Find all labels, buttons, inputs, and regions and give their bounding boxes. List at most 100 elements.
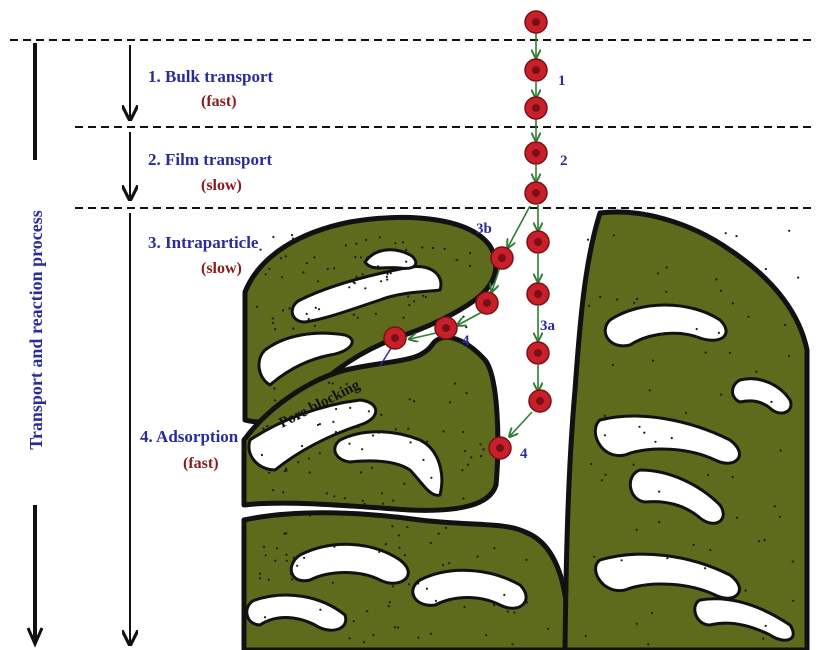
speckle <box>709 549 711 551</box>
speckle <box>612 364 614 366</box>
speckle <box>348 286 350 288</box>
speckle <box>652 360 654 362</box>
speckle <box>463 606 465 608</box>
speckle <box>398 547 400 549</box>
speckle <box>357 426 359 428</box>
speckle <box>405 261 407 263</box>
stage-intraparticle-title: 3. Intraparticle <box>148 233 259 252</box>
speckle <box>462 316 464 318</box>
speckle <box>736 517 738 519</box>
speckle <box>755 371 757 373</box>
speckle <box>397 514 399 516</box>
stage-adsorption-title: 4. Adsorption <box>140 427 239 446</box>
speckle <box>355 276 357 278</box>
speckle <box>744 589 746 591</box>
speckle <box>547 628 549 630</box>
speckle <box>461 469 463 471</box>
speckle <box>439 493 441 495</box>
speckle <box>406 526 408 528</box>
speckle <box>435 600 437 602</box>
speckle <box>361 448 363 450</box>
speckle <box>397 581 399 583</box>
speckle <box>266 425 268 427</box>
speckle <box>658 491 660 493</box>
speckle <box>493 604 495 606</box>
speckle <box>665 291 667 293</box>
speckle <box>387 273 389 275</box>
speckle <box>403 317 405 319</box>
speckle <box>417 637 419 639</box>
speckle <box>386 276 388 278</box>
speckle <box>729 352 731 354</box>
speckle <box>377 265 379 267</box>
arrow-adsorb-right <box>510 412 532 436</box>
speckle <box>430 633 432 635</box>
speckle <box>364 503 366 505</box>
speckle <box>392 585 394 587</box>
speckle <box>259 577 261 579</box>
speckle <box>480 455 482 457</box>
speckle <box>378 432 380 434</box>
speckle <box>292 238 294 240</box>
speckle <box>636 529 638 531</box>
speckle <box>485 634 487 636</box>
speckle <box>381 492 383 494</box>
speckle <box>456 259 458 261</box>
speckle <box>421 521 423 523</box>
speckle <box>671 437 673 439</box>
speckle <box>297 461 299 463</box>
speckle <box>309 514 311 516</box>
speckle <box>445 527 447 529</box>
speckle <box>372 434 374 436</box>
speckle <box>720 393 722 395</box>
molecule <box>525 11 547 33</box>
stage-film-speed: (slow) <box>201 177 242 194</box>
molecule <box>525 97 547 119</box>
speckle <box>360 256 362 258</box>
speckle <box>601 479 603 481</box>
speckle <box>661 333 663 335</box>
speckle <box>308 318 310 320</box>
speckle <box>335 431 337 433</box>
speckle <box>685 412 687 414</box>
speckle <box>259 249 261 251</box>
speckle <box>448 562 450 564</box>
speckle <box>379 236 381 238</box>
speckle <box>638 426 640 428</box>
speckle <box>274 399 276 401</box>
speckle <box>309 471 311 473</box>
speckle <box>390 272 392 274</box>
molecule-pore-blocking <box>384 327 406 349</box>
speckle <box>282 309 284 311</box>
speckle <box>747 316 749 318</box>
speckle <box>407 295 409 297</box>
speckle <box>613 234 615 236</box>
speckle <box>362 500 364 502</box>
speckle <box>784 324 786 326</box>
speckle <box>585 635 587 637</box>
speckle <box>372 634 374 636</box>
speckle <box>353 314 355 316</box>
speckle <box>444 522 446 524</box>
step-label-4-right: 4 <box>520 446 528 462</box>
speckle <box>425 296 427 298</box>
speckle <box>465 326 467 328</box>
speckle <box>442 564 444 566</box>
speckle <box>408 583 410 585</box>
speckle <box>319 609 321 611</box>
speckle <box>466 392 468 394</box>
speckle <box>426 588 428 590</box>
speckle <box>666 266 668 268</box>
speckle <box>319 452 321 454</box>
molecule <box>491 247 513 269</box>
speckle <box>280 257 282 259</box>
speckle <box>314 325 316 327</box>
speckle <box>296 565 298 567</box>
molecule-adsorbed-right <box>489 437 511 459</box>
speckle <box>588 305 590 307</box>
speckle <box>647 643 649 645</box>
speckle <box>265 273 267 275</box>
speckle <box>386 279 388 281</box>
speckle <box>599 296 601 298</box>
speckle <box>479 443 481 445</box>
